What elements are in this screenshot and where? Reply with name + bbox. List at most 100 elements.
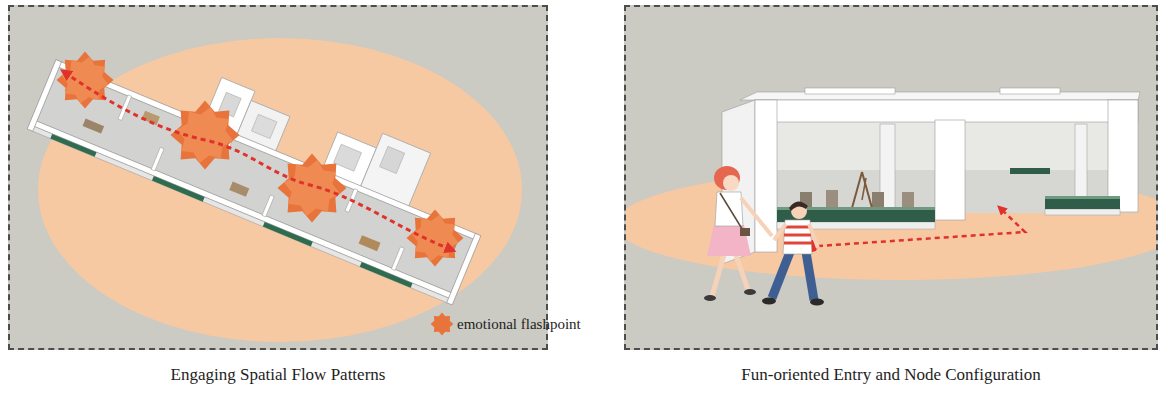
peach-ellipse xyxy=(626,168,1156,280)
partition-wall xyxy=(221,137,233,159)
person-skirt xyxy=(707,225,751,256)
legend-swatch xyxy=(431,313,454,336)
bag xyxy=(740,228,750,236)
planter xyxy=(777,209,935,222)
planter-top xyxy=(1045,196,1120,199)
diagram-panel: Fun-oriented Entry and Node Configuratio… xyxy=(624,5,1158,350)
easel xyxy=(862,172,872,208)
end-wall xyxy=(27,60,61,132)
partition-wall xyxy=(151,147,164,171)
front-pillar xyxy=(935,120,965,220)
furniture xyxy=(83,119,105,134)
roof-parapet xyxy=(805,88,895,94)
panel-caption: Engaging Spatial Flow Patterns xyxy=(0,365,586,385)
furniture xyxy=(902,192,914,207)
bag-strap xyxy=(720,193,744,232)
legend-entry: emotional flashpoint xyxy=(430,312,581,336)
left-illustration xyxy=(27,7,522,342)
interior-space xyxy=(755,118,1137,213)
flashpoint-blob xyxy=(278,154,347,223)
furniture xyxy=(800,192,812,207)
room-block xyxy=(202,77,255,139)
partition-wall xyxy=(118,95,132,121)
furniture xyxy=(229,182,249,197)
room-interior xyxy=(252,114,277,138)
corridor-floor xyxy=(36,66,475,294)
person-hair xyxy=(789,201,808,211)
person-leg xyxy=(736,255,748,290)
partition-wall xyxy=(262,195,274,217)
person-leg xyxy=(806,252,814,300)
planter xyxy=(1010,168,1050,174)
furniture xyxy=(826,190,838,207)
person-top xyxy=(715,192,743,226)
front-pillar xyxy=(755,100,777,252)
person-hair xyxy=(714,166,740,190)
person-shirt xyxy=(783,220,812,254)
wall-face xyxy=(32,126,450,303)
person-arm xyxy=(741,198,772,236)
partition-wall xyxy=(345,189,358,213)
flow-path xyxy=(64,72,452,250)
legend-swatch-frame xyxy=(430,312,454,336)
roof-parapet xyxy=(1000,88,1060,94)
entry-path xyxy=(818,208,1025,246)
person-shoe xyxy=(704,295,716,301)
person-shoe xyxy=(762,298,776,305)
furniture xyxy=(142,111,160,125)
shirt-stripe xyxy=(784,226,811,229)
legend-text: emotional flashpoint xyxy=(457,316,581,333)
planter xyxy=(1045,198,1120,209)
panel-caption: Fun-oriented Entry and Node Configuratio… xyxy=(586,365,1166,385)
top-beam xyxy=(755,100,1138,122)
roof-top xyxy=(740,92,1140,100)
planter-base xyxy=(1045,209,1120,215)
side-wall xyxy=(722,100,755,264)
legend: emotional flashpoint xyxy=(430,312,581,336)
flashpoint-blob xyxy=(57,52,113,108)
furniture xyxy=(438,236,457,253)
flashpoint-blob xyxy=(171,101,240,170)
back-wall xyxy=(765,122,1125,170)
person-shoe xyxy=(810,299,824,306)
room-block xyxy=(320,132,376,191)
flashpoint-blob xyxy=(57,52,114,109)
partition-wall xyxy=(391,247,404,271)
front-pillar xyxy=(1108,100,1138,212)
flashpoint-blob xyxy=(172,102,239,169)
room-interior xyxy=(380,146,405,173)
shirt-stripe xyxy=(784,234,811,237)
easel xyxy=(862,178,866,200)
end-wall xyxy=(447,233,481,305)
flashpoint-blob xyxy=(407,210,464,267)
room-block xyxy=(359,133,431,210)
person-face xyxy=(791,203,807,219)
right-illustration xyxy=(626,88,1156,306)
peach-ellipse xyxy=(38,38,522,342)
planter-strip xyxy=(152,176,205,202)
interior-pillar xyxy=(880,124,895,214)
person-leg xyxy=(772,252,790,298)
outer-wall xyxy=(58,62,476,240)
person-shoe xyxy=(744,289,756,295)
shirt-stripe xyxy=(784,242,812,245)
easel xyxy=(852,172,862,208)
person-arm xyxy=(774,224,786,240)
planter-base xyxy=(777,222,935,229)
diagram-panel: Engaging Spatial Flow Patterns xyxy=(8,5,548,350)
furniture xyxy=(65,81,82,96)
room-interior xyxy=(334,144,362,171)
start-dot xyxy=(806,240,818,252)
person-face xyxy=(723,175,739,191)
outer-wall xyxy=(34,121,452,299)
room-block xyxy=(235,100,290,155)
flashpoint-blob xyxy=(279,155,346,222)
furniture xyxy=(300,179,318,195)
planter-strip xyxy=(50,134,96,157)
building-plan xyxy=(27,7,502,305)
planter-strip xyxy=(360,262,413,288)
person-arm xyxy=(809,224,818,248)
person-leg xyxy=(712,255,724,296)
furniture xyxy=(872,192,884,207)
planter-strip xyxy=(263,222,313,247)
